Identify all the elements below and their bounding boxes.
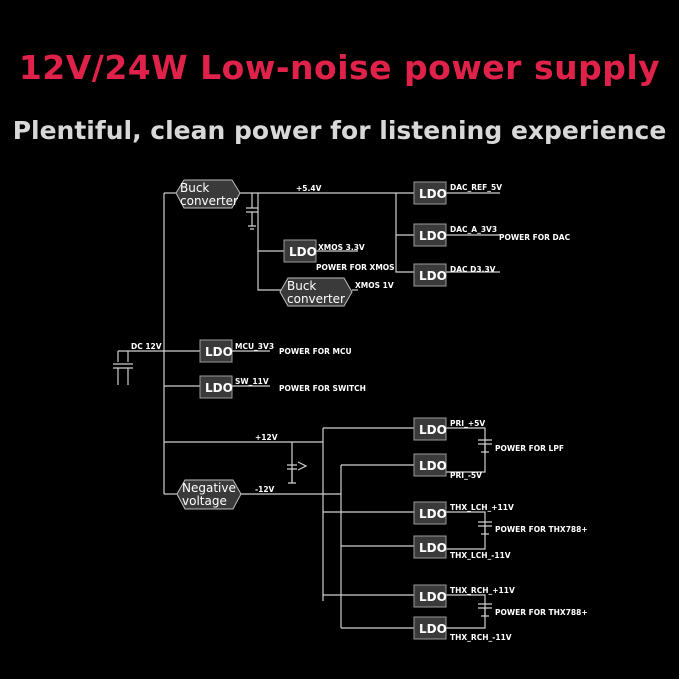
mcu-label: MCU_3V3 [235,342,274,351]
xmos1-label: XMOS 1V [355,281,394,290]
thx-rch-pos-label: THX_RCH_+11V [450,586,515,595]
rail-p12-label: +12V [255,433,278,442]
labels: DC 12V +5.4V +12V -12V DAC_REF_5V DAC_A_… [131,183,588,642]
neg-line1: Negative [182,481,236,495]
dac-ref-label: DAC_REF_5V [450,183,502,192]
ldo-thx-lch-pos: LDO [413,501,447,525]
ldo-thx-rch-neg: LDO [413,616,447,640]
ldo-mcu: LDO [199,339,233,363]
ldo-label: LDO [289,245,317,259]
ldo-thx-lch-neg: LDO [413,535,447,559]
power-sw-label: POWER FOR SWITCH [279,384,366,393]
power-xmos-label: POWER FOR XMOS [316,263,395,272]
ldo-label: LDO [205,381,233,395]
ldo-label: LDO [419,187,447,201]
ldo-label: LDO [419,507,447,521]
sw-label: SW_11V [235,377,269,386]
thx-rch-neg-label: THX_RCH_-11V [450,633,512,642]
power-lpf-label: POWER FOR LPF [495,444,564,453]
buck1-line2: converter [180,194,238,208]
wires [113,192,500,629]
ldo-pri-neg: LDO [413,453,447,477]
buck-converter-2: Buck converter [279,277,353,307]
ldo-label: LDO [419,541,447,555]
ldo-xmos: LDO [283,239,317,263]
buck-converter-1: Buck converter [175,179,241,209]
power-dac-label: POWER FOR DAC [499,233,571,242]
ldo-dac-d: LDO [413,263,447,287]
thx-lch-neg-label: THX_LCH_-11V [450,551,511,560]
dac-a-label: DAC_A_3V3 [450,225,497,234]
page-subtitle: Plentiful, clean power for listening exp… [12,116,667,145]
xmos33-label: XMOS 3.3V [318,243,365,252]
ldo-label: LDO [419,269,447,283]
ldo-thx-rch-pos: LDO [413,584,447,608]
ldo-dac-ref: LDO [413,181,447,205]
dac-d-label: DAC D3.3V [450,265,496,274]
power-thx-l-label: POWER FOR THX788+ [495,525,588,534]
power-thx-r-label: POWER FOR THX788+ [495,608,588,617]
rail-5v4-label: +5.4V [296,184,322,193]
buck2-line1: Buck [287,279,316,293]
pri-neg-label: PRI_-5V [450,471,482,480]
buck1-line1: Buck [180,181,209,195]
page-title: 12V/24W Low-noise power supply [18,48,661,87]
ldo-label: LDO [419,459,447,473]
input-label: DC 12V [131,342,162,351]
thx-lch-pos-label: THX_LCH_+11V [450,503,514,512]
buck2-line2: converter [287,292,345,306]
rail-n12-label: -12V [255,485,275,494]
ldo-label: LDO [419,622,447,636]
ldo-pri-pos: LDO [413,417,447,441]
pri-pos-label: PRI_+5V [450,419,485,428]
negative-voltage-block: Negative voltage [176,479,242,510]
neg-line2: voltage [182,494,227,508]
ldo-dac-a: LDO [413,223,447,247]
ldo-switch: LDO [199,375,233,399]
ldo-label: LDO [205,345,233,359]
power-mcu-label: POWER FOR MCU [279,347,352,356]
ldo-label: LDO [419,590,447,604]
ldo-label: LDO [419,229,447,243]
ldo-label: LDO [419,423,447,437]
